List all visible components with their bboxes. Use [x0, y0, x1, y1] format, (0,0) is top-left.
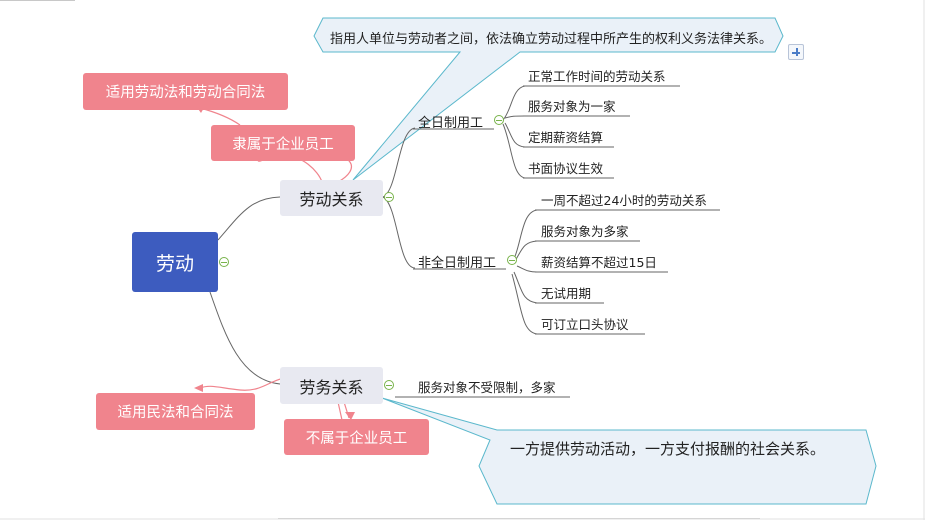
topic-labor-relation[interactable]: 劳动关系 [280, 180, 383, 216]
collapse-icon[interactable] [507, 255, 517, 265]
note-labor-law[interactable]: 适用劳动法和劳动合同法 [83, 73, 288, 110]
collapse-icon[interactable] [494, 115, 504, 125]
callout-shape-service [381, 397, 877, 505]
leaf-part-time-5[interactable]: 可订立口头协议 [541, 317, 629, 332]
callout-shape-labor [313, 17, 784, 181]
leaf-part-time-3[interactable]: 薪资结算不超过15日 [541, 255, 657, 270]
leaf-full-time-1[interactable]: 正常工作时间的劳动关系 [528, 69, 666, 84]
collapse-icon[interactable] [384, 192, 394, 202]
collapse-icon[interactable] [219, 257, 229, 267]
callout-service-definition: 一方提供劳动活动，一方支付报酬的社会关系。 [510, 440, 826, 458]
topic-part-time[interactable]: 非全日制用工 [418, 256, 497, 271]
leaf-part-time-2[interactable]: 服务对象为多家 [541, 224, 629, 239]
leaf-full-time-4[interactable]: 书面协议生效 [528, 161, 604, 176]
leaf-full-time-2[interactable]: 服务对象为一家 [528, 99, 616, 114]
leaf-part-time-4[interactable]: 无试用期 [541, 286, 592, 301]
add-topic-icon[interactable] [788, 44, 804, 60]
note-not-employee[interactable]: 不属于企业员工 [284, 419, 429, 455]
leaf-part-time-1[interactable]: 一周不超过24小时的劳动关系 [541, 193, 707, 208]
note-civil-law[interactable]: 适用民法和合同法 [96, 393, 255, 430]
leaf-full-time-3[interactable]: 定期薪资结算 [528, 130, 604, 145]
leaf-service-1[interactable]: 服务对象不受限制，多家 [418, 380, 556, 395]
callout-labor-definition: 指用人单位与劳动者之间，依法确立劳动过程中所产生的权利义务法律关系。 [330, 32, 773, 47]
topic-service-relation[interactable]: 劳务关系 [280, 367, 383, 404]
collapse-icon[interactable] [384, 380, 394, 390]
root-topic[interactable]: 劳动 [132, 232, 218, 292]
note-subordinate-employee[interactable]: 隶属于企业员工 [211, 125, 355, 161]
topic-full-time[interactable]: 全日制用工 [418, 116, 484, 131]
